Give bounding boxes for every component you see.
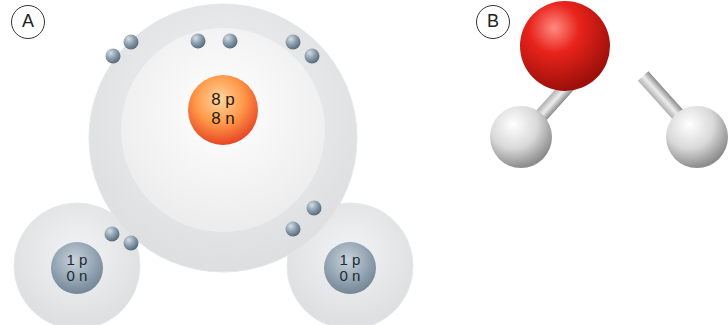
panel-letter: A — [11, 5, 45, 39]
oxygen-nucleus: 8 p8 n — [188, 75, 258, 145]
electrons — [105, 34, 322, 251]
panel-label: A — [22, 12, 34, 32]
molecule-model — [490, 1, 728, 168]
particle-count: 0 n — [340, 268, 361, 285]
particle-count: 1 p — [340, 252, 361, 269]
particle-count: 8 n — [211, 110, 235, 129]
particle-count: 1 p — [67, 252, 88, 269]
panel-letter: B — [476, 5, 510, 39]
panel-label: B — [487, 12, 499, 32]
oxygen-shells — [89, 4, 357, 272]
particle-count: 8 p — [211, 91, 235, 110]
particle-count: 0 n — [67, 268, 88, 285]
hydrogen-nucleus: 1 p0 n — [51, 242, 103, 294]
hydrogen-nucleus: 1 p0 n — [324, 242, 376, 294]
